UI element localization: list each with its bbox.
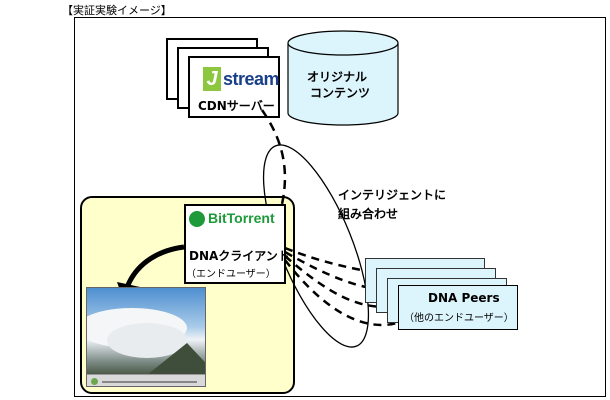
jstream-logo-text: stream — [223, 69, 280, 89]
diagram-frame — [74, 17, 606, 397]
dna-client-label: DNAクライアント — [189, 249, 290, 263]
seek-bar — [102, 381, 197, 383]
video-controls-bar — [87, 374, 205, 386]
video-player-screenshot — [86, 287, 206, 387]
bittorrent-logo: BitTorrent — [189, 210, 281, 230]
jstream-logo-initial: J — [203, 67, 221, 91]
dna-peers-label: DNA Peers — [428, 291, 500, 305]
bittorrent-logo-text: BitTorrent — [208, 210, 275, 226]
video-mountain — [147, 343, 205, 375]
bittorrent-icon — [189, 211, 205, 227]
original-content-label-line1: オリジナル — [307, 70, 368, 84]
caption: 【実証実験イメージ】 — [62, 4, 172, 17]
cdn-server-label: CDNサーバー — [198, 99, 275, 113]
play-icon — [91, 378, 98, 385]
jstream-logo: J stream — [197, 67, 280, 93]
cdn-connection-line — [260, 109, 287, 241]
intelligent-combination-label-line2: 組み合わせ — [338, 207, 399, 221]
download-arrow — [125, 244, 185, 287]
intelligent-combination-label-line1: インテリジェントに — [338, 188, 447, 202]
dna-client-sublabel: （エンドユーザー） — [186, 269, 276, 280]
dna-peers-sublabel: （他のエンドユーザー） — [404, 313, 514, 324]
original-content-label-line2: コンテンツ — [310, 86, 371, 100]
original-content-cylinder — [287, 30, 399, 126]
dna-peer-card-4 — [398, 285, 518, 330]
